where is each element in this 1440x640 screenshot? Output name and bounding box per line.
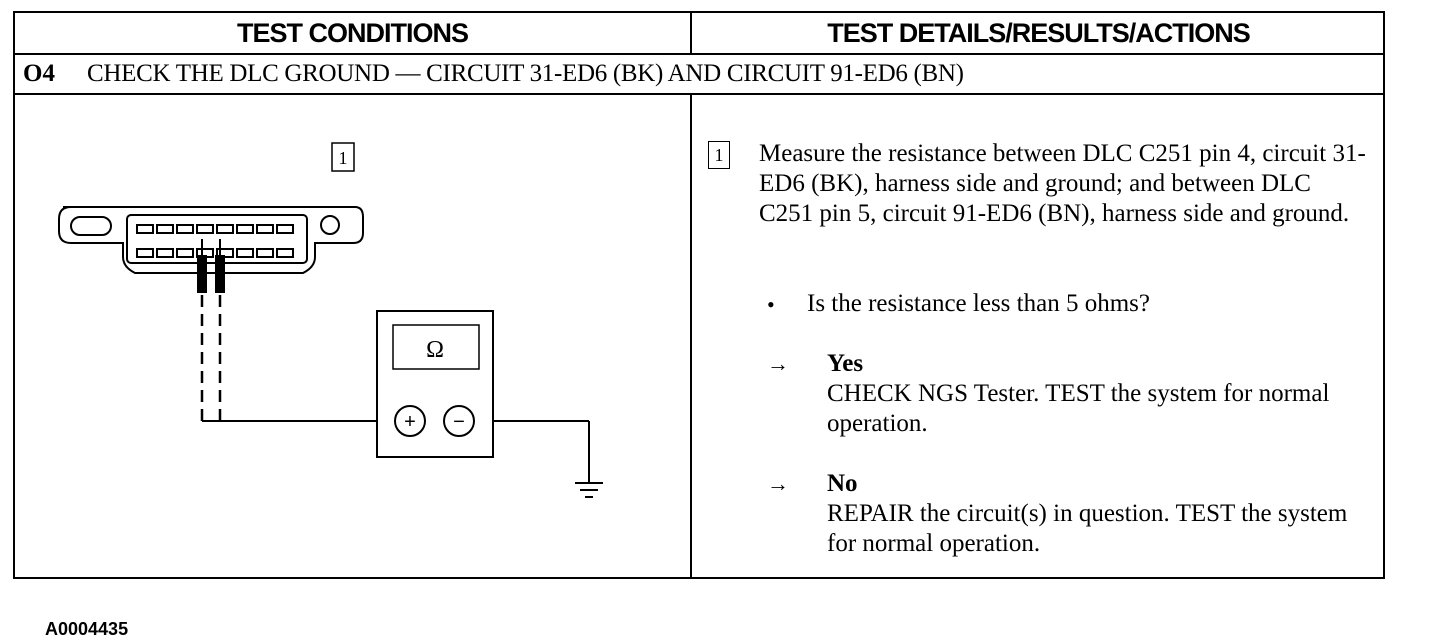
test-details: 1 Measure the resistance between DLC C25…: [692, 95, 1383, 577]
figure-id: A0004435: [45, 619, 129, 639]
test-table: TEST CONDITIONS TEST DETAILS/RESULTS/ACT…: [13, 11, 1385, 639]
column-divider: [690, 13, 692, 53]
test-details-header: TEST DETAILS/RESULTS/ACTIONS: [827, 17, 1251, 48]
bullet: •: [767, 292, 775, 317]
step-divider: [15, 93, 1383, 95]
step-title: CHECK THE DLC GROUND — CIRCUIT 31-ED6 (B…: [87, 60, 964, 87]
column-divider: [690, 95, 692, 577]
dlc-ohmmeter-diagram: 1: [58, 142, 603, 498]
callout-box: [331, 142, 355, 172]
ground-icon: [575, 482, 603, 498]
minus-terminal: −: [453, 411, 465, 433]
test-probes: [197, 239, 225, 421]
step-row: O4 CHECK THE DLC GROUND — CIRCUIT 31-ED6…: [15, 55, 1383, 93]
ohm-symbol: Ω: [426, 337, 444, 363]
instruction-text: Measure the resistance between DLC C251 …: [759, 140, 1366, 227]
ohmmeter-icon: Ω + −: [376, 310, 494, 458]
details-callout: 1: [708, 141, 730, 169]
wiring-diagram: 1: [15, 95, 690, 639]
callout-number: 1: [339, 148, 348, 168]
no-action: REPAIR the circuit(s) in question. TEST …: [827, 500, 1348, 557]
no-label: No: [827, 470, 858, 497]
question-text: Is the resistance less than 5 ohms?: [807, 290, 1150, 317]
no-arrow: →: [767, 471, 789, 496]
header-divider: [15, 53, 1383, 55]
yes-label: Yes: [827, 350, 864, 377]
yes-arrow: →: [767, 351, 789, 376]
dlc-connector-icon: [58, 206, 364, 274]
step-number: O4: [23, 60, 55, 87]
plus-terminal: +: [404, 411, 416, 433]
test-conditions-header: TEST CONDITIONS: [236, 17, 469, 48]
yes-action: CHECK NGS Tester. TEST the system for no…: [827, 380, 1330, 437]
